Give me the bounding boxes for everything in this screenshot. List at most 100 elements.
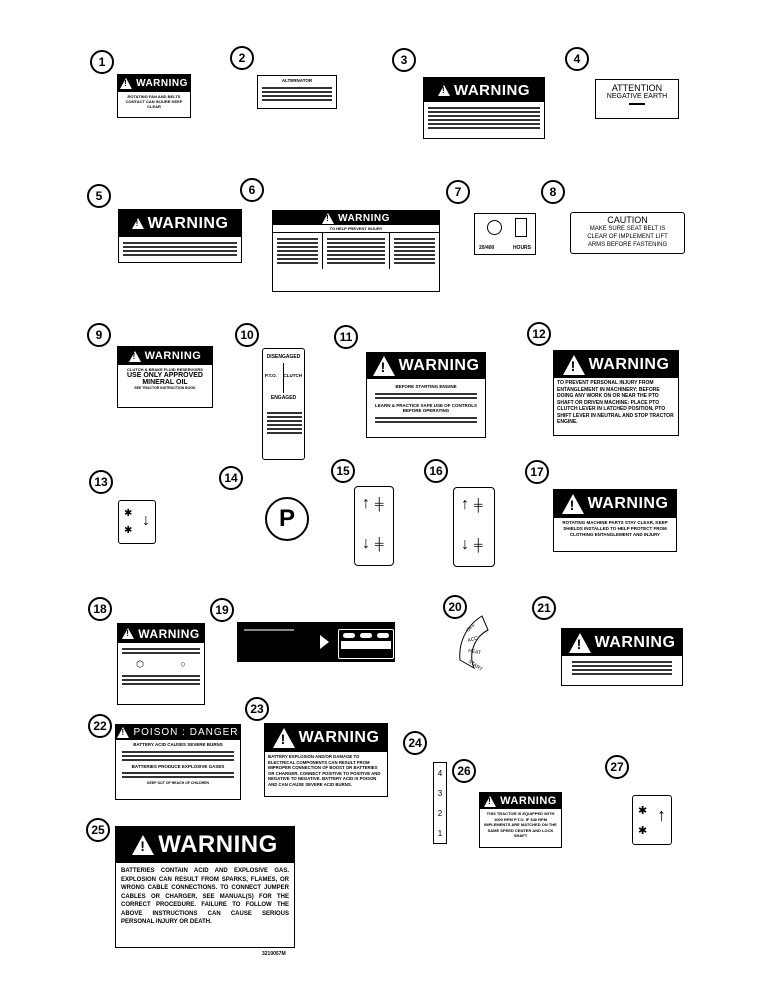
warning-triangle-icon [438, 84, 450, 96]
warning-label: WARNING [454, 81, 530, 99]
callout-11: 11 [334, 325, 358, 349]
decal-8-line1: CAUTION [607, 215, 648, 225]
decal-18-symbols: ⬡ ○ [118, 659, 204, 670]
decal-13-hitch: ✱ ✱ ↓ [118, 500, 156, 544]
gear-number-2: 2 [437, 808, 443, 818]
decal-19-label-strip [244, 629, 294, 631]
warning-label: WARNING [158, 831, 278, 858]
decal-15-axle: ↑ ╪ ↓ ╪ [354, 486, 394, 566]
decal-22-fine-print-2 [116, 772, 240, 778]
decal-24-gear-numbers: 4 3 2 1 [433, 762, 447, 844]
decal-22-poison-danger: POISON : DANGER BATTERY ACID CAUSES SEVE… [115, 724, 241, 800]
decal-9-line4: SEE TRACTOR INSTRUCTION BOOK [134, 386, 196, 390]
decal-5-warning: WARNING [118, 209, 242, 263]
decal-10-bottom: ENGAGED [270, 395, 297, 401]
warning-label: WARNING [144, 350, 202, 362]
decal-12-text: TO PREVENT PERSONAL INJURY FROM ENTANGLE… [557, 380, 674, 425]
gear-number-1: 1 [437, 828, 443, 838]
decal-6-warning: WARNING TO HELP PREVENT INJURY [272, 210, 440, 292]
callout-26: 26 [452, 759, 476, 783]
arrow-up-icon: ↑ [461, 496, 469, 513]
warning-triangle-icon [120, 78, 133, 89]
decal-11-fine-print [367, 393, 485, 399]
warning-label: WARNING [147, 214, 229, 232]
callout-22: 22 [88, 714, 112, 738]
callout-25: 25 [86, 818, 110, 842]
decal-9-line1: CLUTCH & BRAKE FLUID RESERVOIRS [127, 367, 203, 372]
warning-header: WARNING [480, 793, 561, 809]
warning-header: WARNING [367, 353, 485, 379]
range-icons [338, 629, 394, 659]
decal-26-text: THIS TRACTOR IS EQUIPPED WITH 1000 RPM P… [484, 811, 557, 838]
warning-label: WARNING [298, 729, 380, 746]
decal-6-col-2 [323, 233, 390, 269]
warning-header: WARNING [554, 490, 676, 518]
warning-header: WARNING [118, 624, 204, 643]
decal-22-line1: BATTERY ACID CAUSES SEVERE BURNS [133, 742, 223, 747]
decal-22-fine-print [116, 751, 240, 761]
decal-27-hitch: ✱ ✱ ↑ [632, 795, 672, 845]
callout-27: 27 [605, 755, 629, 779]
decal-25-warning: WARNING BATTERIES CONTAIN ACID AND EXPLO… [115, 826, 295, 948]
callout-20: 20 [443, 595, 467, 619]
decal-23-text: BATTERY EXPLOSION AND/OR DAMAGE TO ELECT… [268, 754, 381, 787]
decal-10-top: DISENGAGED [266, 354, 301, 360]
pto-540-icon: ⬡ [136, 659, 145, 669]
decal-1-warning: WARNING ROTATING FAN AND BELTS CONTACT C… [117, 74, 191, 118]
warning-label: WARNING [587, 495, 669, 512]
warning-label: WARNING [588, 355, 670, 373]
callout-16: 16 [424, 459, 448, 483]
switch-label-off: OFF [465, 623, 477, 634]
decal-6-subhead: TO HELP PREVENT INJURY [273, 225, 439, 233]
callout-14: 14 [219, 466, 243, 490]
callout-15: 15 [331, 459, 355, 483]
warning-header: WARNING [273, 211, 439, 225]
decal-25-text: BATTERIES CONTAIN ACID AND EXPLOSIVE GAS… [121, 868, 289, 925]
fuel-filter-icon [515, 218, 527, 237]
decal-10-pto: DISENGAGED P.T.O. CLUTCH ENGAGED [262, 348, 305, 460]
decal-2-alternator: ALTERNATOR [257, 75, 337, 109]
callout-5: 5 [87, 184, 111, 208]
warning-label: WARNING [138, 626, 200, 641]
warning-header: WARNING [119, 210, 241, 237]
decal-22-line3: KEEP OUT OF REACH OF CHILDREN [147, 781, 209, 785]
axle-icon-2: ╪ [474, 538, 483, 552]
decal-4-attention: ATTENTION NEGATIVE EARTH [595, 79, 679, 119]
arrow-down-icon: ↓ [142, 512, 150, 529]
decal-11-line1: BEFORE STARTING ENGINE [395, 384, 457, 389]
decal-7-right-label: HOURS [512, 245, 531, 251]
hitch-down-icon: ✱ [124, 525, 133, 536]
warning-header: WARNING [265, 724, 387, 752]
decal-10-left: P.T.O. [265, 373, 277, 378]
callout-21: 21 [532, 596, 556, 620]
warning-triangle-icon [117, 727, 130, 738]
warning-triangle-icon [484, 795, 497, 807]
arrow-down-icon: ↓ [362, 535, 370, 552]
decal-10-fine-print [263, 407, 304, 439]
callout-2: 2 [230, 46, 254, 70]
warning-triangle-icon [322, 212, 335, 224]
decal-12-warning: WARNING TO PREVENT PERSONAL INJURY FROM … [553, 350, 679, 436]
gear-number-4: 4 [437, 768, 443, 778]
earth-symbol-icon [629, 103, 645, 105]
warning-label: WARNING [338, 212, 390, 224]
decal-8-caution: CAUTION MAKE SURE SEAT BELT IS CLEAR OF … [570, 212, 685, 254]
warning-triangle-icon [568, 632, 591, 653]
decal-10-right: CLUTCH [283, 373, 303, 378]
hitch-up-icon: ✱ [124, 508, 133, 519]
decal-16-axle: ↑ ╪ ↓ ╪ [453, 487, 495, 567]
decal-18-fine-print [118, 643, 204, 659]
switch-label-heat: HEAT [468, 648, 482, 656]
decal-22-header: POISON : DANGER [116, 725, 240, 740]
warning-triangle-icon [562, 354, 585, 375]
callout-1: 1 [90, 50, 114, 74]
decal-7-hours: 20/400 HOURS [474, 213, 536, 255]
decal-22-line2: BATTERIES PRODUCE EXPLOSIVE GASES [131, 764, 225, 769]
callout-6: 6 [240, 178, 264, 202]
decal-23-warning: WARNING BATTERY EXPLOSION AND/OR DAMAGE … [264, 723, 388, 797]
arrow-down-icon: ↓ [461, 536, 469, 553]
warning-triangle-icon [272, 728, 295, 748]
hitch-up-icon: ✱ [638, 805, 648, 817]
decal-17-text: ROTATING MACHINE PARTS STAY CLEAR, KEEP … [562, 520, 668, 537]
arrow-up-icon: ↑ [362, 495, 370, 512]
